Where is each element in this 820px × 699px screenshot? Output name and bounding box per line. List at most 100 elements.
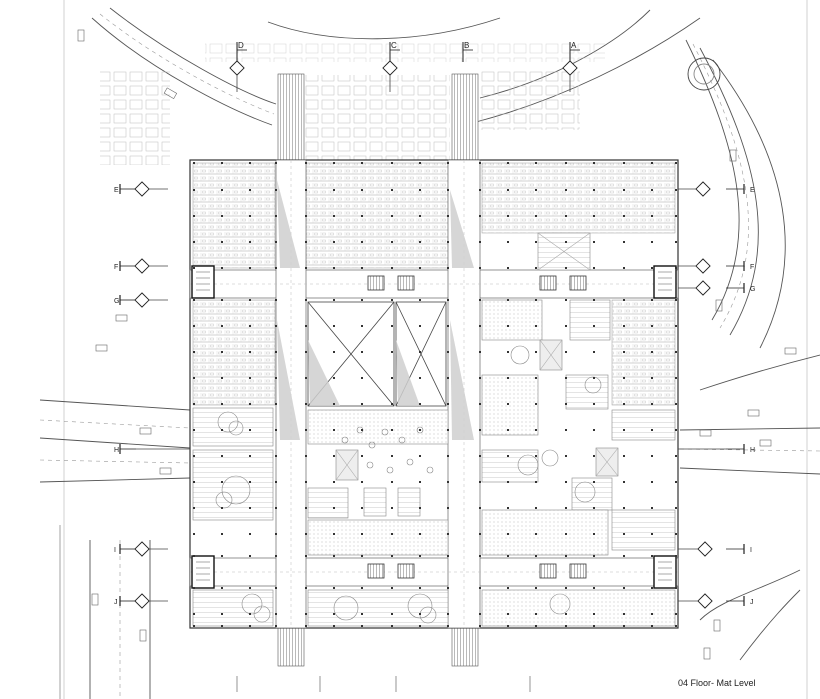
column bbox=[249, 351, 251, 353]
column bbox=[193, 403, 195, 405]
column bbox=[675, 587, 677, 589]
column bbox=[507, 587, 509, 589]
column bbox=[305, 299, 307, 301]
column bbox=[391, 507, 393, 509]
column bbox=[361, 507, 363, 509]
column bbox=[221, 351, 223, 353]
column bbox=[305, 587, 307, 589]
column bbox=[651, 613, 653, 615]
column bbox=[675, 613, 677, 615]
section-marker-left: I bbox=[114, 541, 168, 557]
column bbox=[391, 613, 393, 615]
column bbox=[391, 429, 393, 431]
column bbox=[447, 455, 449, 457]
column bbox=[193, 481, 195, 483]
column bbox=[221, 507, 223, 509]
column bbox=[623, 429, 625, 431]
column bbox=[593, 215, 595, 217]
column bbox=[361, 481, 363, 483]
column bbox=[361, 555, 363, 557]
column bbox=[305, 613, 307, 615]
column bbox=[419, 403, 421, 405]
column bbox=[419, 533, 421, 535]
column bbox=[193, 555, 195, 557]
section-marker-top: B bbox=[462, 41, 473, 62]
column bbox=[623, 189, 625, 191]
column bbox=[593, 507, 595, 509]
column bbox=[333, 555, 335, 557]
column bbox=[535, 267, 537, 269]
section-marker-top: D bbox=[229, 41, 247, 92]
column bbox=[651, 215, 653, 217]
column bbox=[221, 403, 223, 405]
column bbox=[535, 625, 537, 627]
column bbox=[507, 507, 509, 509]
column bbox=[565, 481, 567, 483]
column bbox=[535, 351, 537, 353]
section-label: A bbox=[571, 41, 577, 50]
column bbox=[221, 267, 223, 269]
column bbox=[391, 403, 393, 405]
column bbox=[447, 351, 449, 353]
column bbox=[305, 325, 307, 327]
column bbox=[565, 533, 567, 535]
column bbox=[249, 587, 251, 589]
column bbox=[675, 351, 677, 353]
column bbox=[333, 587, 335, 589]
column bbox=[249, 241, 251, 243]
column bbox=[419, 429, 421, 431]
column bbox=[221, 241, 223, 243]
column bbox=[535, 241, 537, 243]
column bbox=[419, 189, 421, 191]
column bbox=[479, 625, 481, 627]
column bbox=[507, 215, 509, 217]
column bbox=[275, 555, 277, 557]
column bbox=[221, 429, 223, 431]
column bbox=[221, 325, 223, 327]
column bbox=[507, 241, 509, 243]
column bbox=[305, 481, 307, 483]
column bbox=[479, 455, 481, 457]
column bbox=[333, 377, 335, 379]
section-label: E bbox=[114, 187, 119, 194]
column bbox=[305, 241, 307, 243]
column bbox=[651, 241, 653, 243]
section-marker-left: F bbox=[114, 258, 168, 274]
column bbox=[479, 351, 481, 353]
column bbox=[593, 403, 595, 405]
ramp-south-right bbox=[451, 625, 479, 667]
column bbox=[651, 267, 653, 269]
parking-lot-north-left bbox=[100, 70, 170, 165]
column bbox=[447, 241, 449, 243]
column bbox=[535, 325, 537, 327]
section-marker-right: E bbox=[678, 181, 755, 197]
column bbox=[193, 162, 195, 164]
column bbox=[623, 241, 625, 243]
column bbox=[479, 613, 481, 615]
column bbox=[221, 162, 223, 164]
column bbox=[675, 325, 677, 327]
column bbox=[565, 555, 567, 557]
column bbox=[623, 507, 625, 509]
column bbox=[479, 555, 481, 557]
column bbox=[479, 587, 481, 589]
column bbox=[675, 625, 677, 627]
column bbox=[305, 267, 307, 269]
column bbox=[507, 325, 509, 327]
column bbox=[391, 351, 393, 353]
column bbox=[593, 625, 595, 627]
column bbox=[333, 267, 335, 269]
parking-lot-north-right bbox=[480, 70, 580, 130]
column bbox=[305, 507, 307, 509]
column bbox=[623, 325, 625, 327]
column bbox=[221, 481, 223, 483]
column bbox=[623, 299, 625, 301]
column bbox=[305, 403, 307, 405]
vehicles bbox=[77, 29, 797, 660]
column bbox=[507, 351, 509, 353]
column bbox=[675, 455, 677, 457]
column bbox=[305, 351, 307, 353]
column bbox=[361, 587, 363, 589]
